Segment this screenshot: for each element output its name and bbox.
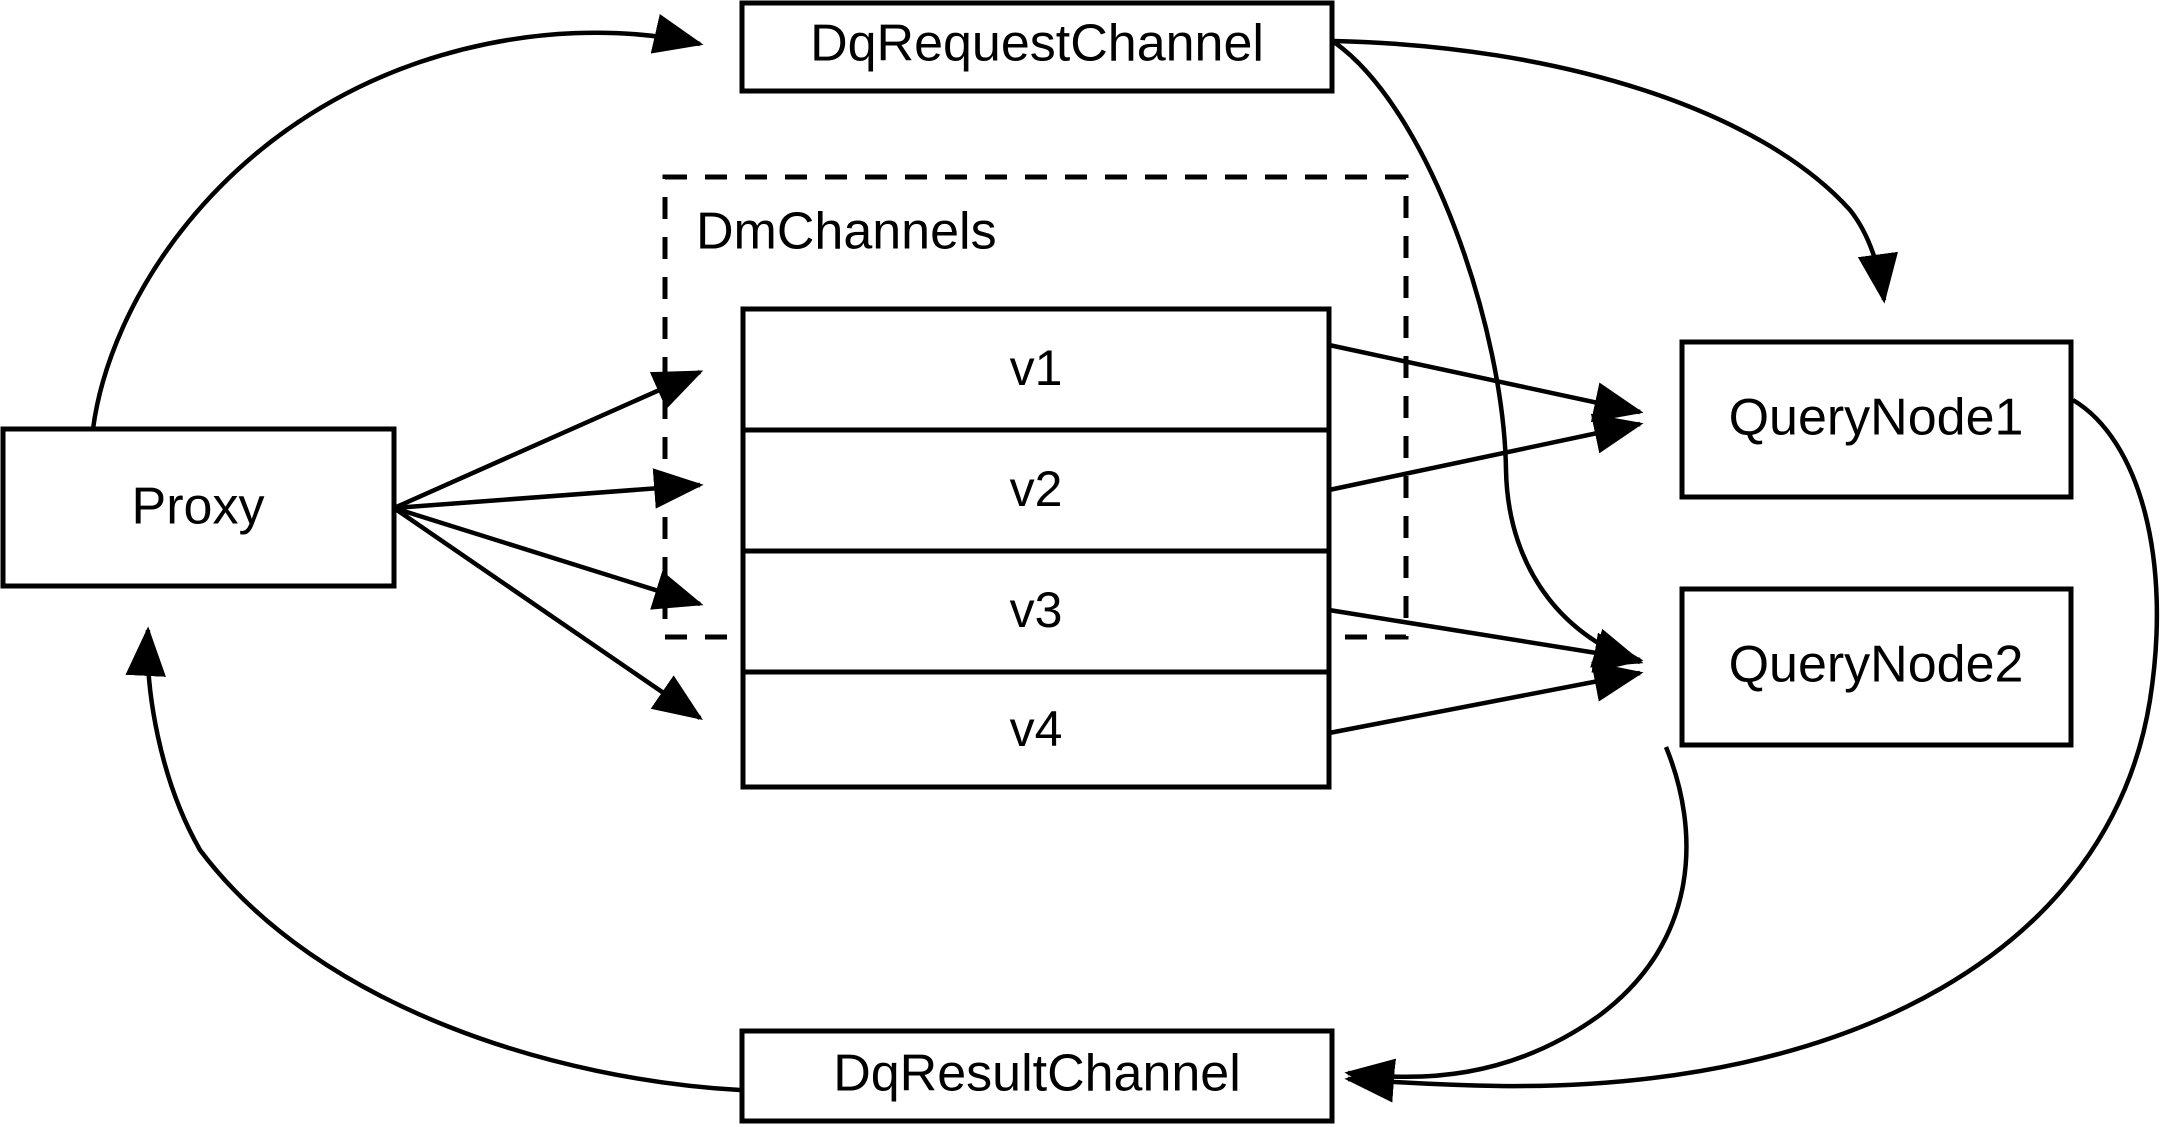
edge-proxy-to-v2 xyxy=(393,468,704,511)
node-proxy-label: Proxy xyxy=(132,478,265,536)
channel-table xyxy=(740,306,1332,790)
node-dq-result-channel[interactable] xyxy=(739,1028,1335,1124)
dmchannels-group-label: DmChannels xyxy=(696,203,997,261)
edge-proxy-to-dqrequestchannel xyxy=(90,14,704,430)
node-query-node-1-label: QueryNode1 xyxy=(1729,389,2024,447)
edge-proxy-to-v3 xyxy=(393,505,704,610)
node-dq-result-channel-label: DqResultChannel xyxy=(833,1045,1241,1103)
edge-querynode2-to-dqresultchannel xyxy=(1344,746,1689,1099)
node-dq-request-channel-label: DqRequestChannel xyxy=(810,15,1264,73)
edge-v3-to-querynode2 xyxy=(1328,607,1644,673)
node-query-node-2-label: QueryNode2 xyxy=(1729,636,2024,694)
edge-dqresultchannel-to-proxy xyxy=(125,626,741,1093)
node-query-node-2[interactable] xyxy=(1679,586,2074,748)
node-query-node-1[interactable] xyxy=(1679,339,2074,500)
channel-row-label-v3: v3 xyxy=(1010,582,1063,638)
channel-row-label-v1: v1 xyxy=(1010,340,1063,396)
edge-querynode1-to-dqresultchannel xyxy=(1344,398,2160,1103)
node-dq-request-channel[interactable] xyxy=(739,0,1335,94)
edge-dqrequestchannel-to-querynode1 xyxy=(1333,38,1898,304)
channel-row-label-v2: v2 xyxy=(1010,461,1063,517)
edge-dqrequestchannel-to-querynode2 xyxy=(1332,40,1644,668)
node-proxy[interactable] xyxy=(0,426,397,589)
edge-v4-to-querynode2 xyxy=(1328,661,1644,736)
channel-row-label-v4: v4 xyxy=(1010,701,1063,757)
edge-v2-to-querynode1 xyxy=(1328,413,1644,493)
edge-v1-to-querynode1 xyxy=(1328,342,1644,423)
edge-proxy-to-v1 xyxy=(393,369,704,511)
edge-proxy-to-v4 xyxy=(392,506,703,721)
